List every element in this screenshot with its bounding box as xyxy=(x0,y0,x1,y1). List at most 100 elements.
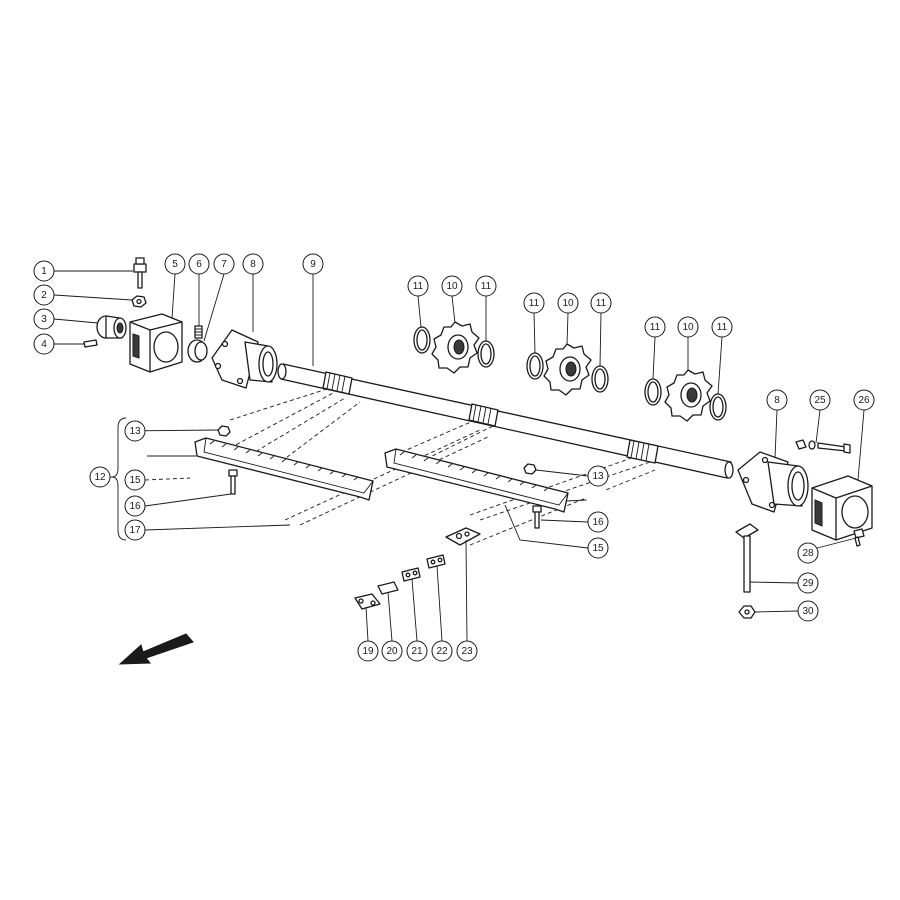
callout-number: 11 xyxy=(481,281,492,292)
callout: 10 xyxy=(441,275,463,297)
callout-circle xyxy=(797,542,819,564)
rail-bolt-right xyxy=(532,505,542,529)
group-bracket xyxy=(111,417,127,541)
callout: 11 xyxy=(523,292,545,314)
callout-highlighted: 14 xyxy=(123,444,147,468)
link-21 xyxy=(401,567,421,582)
callout-number: 4 xyxy=(41,339,47,350)
callout: 8 xyxy=(242,253,264,275)
callout: 25 xyxy=(809,389,831,411)
callout-circle xyxy=(124,495,146,517)
callout-number: 22 xyxy=(436,646,448,657)
nut-right xyxy=(738,605,756,619)
callout-number: 26 xyxy=(858,395,870,406)
callout: 16 xyxy=(124,495,146,517)
callout-number: 10 xyxy=(446,281,458,292)
callout-circle xyxy=(766,389,788,411)
circlip-2 xyxy=(477,340,495,368)
callout-number: 30 xyxy=(802,606,814,617)
callout-circle xyxy=(33,333,55,355)
slat-rail-left xyxy=(194,437,374,501)
callout-number: 11 xyxy=(529,298,540,309)
callout: 12 xyxy=(89,466,111,488)
callout: 21 xyxy=(406,640,428,662)
bearing-housing-right xyxy=(811,475,873,541)
callout: 20 xyxy=(381,640,403,662)
callout: 11 xyxy=(711,316,733,338)
callout-circle xyxy=(797,600,819,622)
callout-number: 23 xyxy=(461,646,473,657)
flange-bearing-right xyxy=(737,451,809,513)
callout: 13 xyxy=(124,420,146,442)
callout: 15 xyxy=(124,469,146,491)
callout: 30 xyxy=(797,600,819,622)
callout-number: 11 xyxy=(717,322,728,333)
circlip-1 xyxy=(413,326,431,354)
sprocket-2 xyxy=(543,343,592,396)
callout-circle xyxy=(590,292,612,314)
callout-circle xyxy=(587,465,609,487)
rail-bolt-left xyxy=(228,469,238,495)
callout-number: 25 xyxy=(814,395,826,406)
callout-circle xyxy=(523,292,545,314)
callout-circle xyxy=(124,519,146,541)
callout-number: 2 xyxy=(41,290,47,301)
callout: 26 xyxy=(853,389,875,411)
callout-number: 6 xyxy=(196,259,202,270)
callout: 11 xyxy=(590,292,612,314)
callout-circle xyxy=(557,292,579,314)
rail-nut-right xyxy=(523,463,537,475)
callout: 29 xyxy=(797,572,819,594)
callout-circle xyxy=(242,253,264,275)
callout-number: 11 xyxy=(413,281,424,292)
callout: 5 xyxy=(164,253,186,275)
bolt-with-washer xyxy=(795,439,851,454)
callout-number: 13 xyxy=(592,471,604,482)
shaft-spline-1 xyxy=(322,371,353,395)
callout-number: 11 xyxy=(596,298,607,309)
circlip-4 xyxy=(591,365,609,393)
callout-number: 8 xyxy=(250,259,256,270)
callout-circle xyxy=(123,444,147,468)
callout-number: 5 xyxy=(172,259,178,270)
callout: 3 xyxy=(33,308,55,330)
callout: 11 xyxy=(475,275,497,297)
flange-bearing-left xyxy=(211,329,278,389)
long-pin xyxy=(735,523,759,593)
set-screw xyxy=(194,325,203,339)
link-19 xyxy=(354,593,381,610)
callout-circle xyxy=(407,275,429,297)
slat-rail-right xyxy=(384,448,569,513)
callout: 28 xyxy=(797,542,819,564)
callout-circle xyxy=(797,572,819,594)
callout-number: 14 xyxy=(591,493,606,508)
callout-number: 29 xyxy=(802,578,814,589)
callout: 16 xyxy=(587,511,609,533)
arrow-down-left-icon xyxy=(118,633,194,665)
link-23 xyxy=(445,527,481,546)
callout-circle xyxy=(213,253,235,275)
callout-number: 10 xyxy=(562,298,574,309)
link-22 xyxy=(426,554,446,569)
callout-circle xyxy=(33,284,55,306)
callout: 17 xyxy=(124,519,146,541)
callout-circle xyxy=(124,469,146,491)
callout-number: 19 xyxy=(362,646,374,657)
callout-circle xyxy=(381,640,403,662)
sprocket-1 xyxy=(431,321,480,374)
shaft xyxy=(277,363,734,479)
callout-circle xyxy=(587,537,609,559)
small-nut xyxy=(131,295,147,308)
circlip-5 xyxy=(644,378,662,406)
callout-circle xyxy=(357,640,379,662)
callout-circle xyxy=(644,316,666,338)
callout-circle xyxy=(587,511,609,533)
callout-circle xyxy=(586,488,610,512)
callout-circle xyxy=(431,640,453,662)
callout: 10 xyxy=(677,316,699,338)
callout: 23 xyxy=(456,640,478,662)
callout-number: 15 xyxy=(592,543,604,554)
callout-circle xyxy=(89,466,111,488)
